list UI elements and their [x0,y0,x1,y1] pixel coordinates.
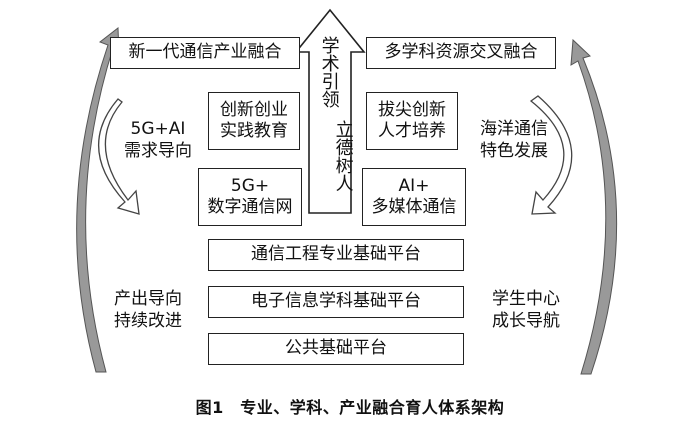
digital-network-box: 5G+ 数字通信网 [198,168,302,226]
right-lower-label-line1: 学生中心 [492,289,560,309]
center-arrow-text-2-content: 立德树人 [332,120,354,192]
right-lower-label: 学生中心 成长导航 [478,288,574,332]
platform-communication-text: 通信工程专业基础平台 [251,244,421,265]
platform-public: 公共基础平台 [208,333,464,365]
figure-caption: 图1 专业、学科、产业融合育人体系架构 [195,398,505,417]
left-upper-label-line1: 5G+AI [130,119,186,139]
multimedia-box: AI+ 多媒体通信 [362,168,466,226]
left-upper-label: 5G+AI 需求导向 [112,118,204,162]
digital-network-line2: 数字通信网 [207,197,293,217]
right-upper-label: 海洋通信 特色发展 [466,118,562,162]
center-arrow-text-2: 立德树人 [330,120,356,197]
right-upper-label-line2: 特色发展 [480,141,548,162]
right-lower-label-line2: 成长导航 [492,311,560,332]
multimedia-line2: 多媒体通信 [371,197,457,217]
left-lower-label: 产出导向 持续改进 [100,288,196,332]
center-arrow-text-1: 学术引领 [316,36,342,113]
innovation-practice-line2: 实践教育 [220,121,288,141]
top-talent-box: 拔尖创新 人才培养 [366,92,458,150]
right-upper-curved-arrow [529,95,573,215]
center-up-arrow [294,8,366,214]
multimedia-line1: AI+ [398,175,430,196]
platform-electronics-text: 电子信息学科基础平台 [251,291,421,312]
right-upper-label-line1: 海洋通信 [480,119,548,139]
innovation-practice-box: 创新创业 实践教育 [208,92,300,150]
digital-network-line1: 5G+ [230,175,270,196]
discipline-fusion-text: 多学科资源交叉融合 [384,42,538,63]
discipline-fusion-box: 多学科资源交叉融合 [366,37,556,69]
platform-communication: 通信工程专业基础平台 [208,239,464,271]
right-big-curved-arrow [570,38,618,375]
left-lower-label-line1: 产出导向 [114,289,182,309]
industry-fusion-text: 新一代通信产业融合 [128,42,282,63]
innovation-practice-line1: 创新创业 [220,99,288,120]
industry-fusion-box: 新一代通信产业融合 [110,37,300,69]
left-upper-curved-arrow [98,98,140,215]
left-upper-label-line2: 需求导向 [124,141,192,162]
platform-electronics: 电子信息学科基础平台 [208,286,464,318]
center-arrow-text-1-content: 学术引领 [318,36,340,108]
top-talent-line2: 人才培养 [378,121,446,141]
top-talent-line1: 拔尖创新 [378,99,446,120]
platform-public-text: 公共基础平台 [285,338,387,359]
left-lower-label-line2: 持续改进 [114,311,182,332]
